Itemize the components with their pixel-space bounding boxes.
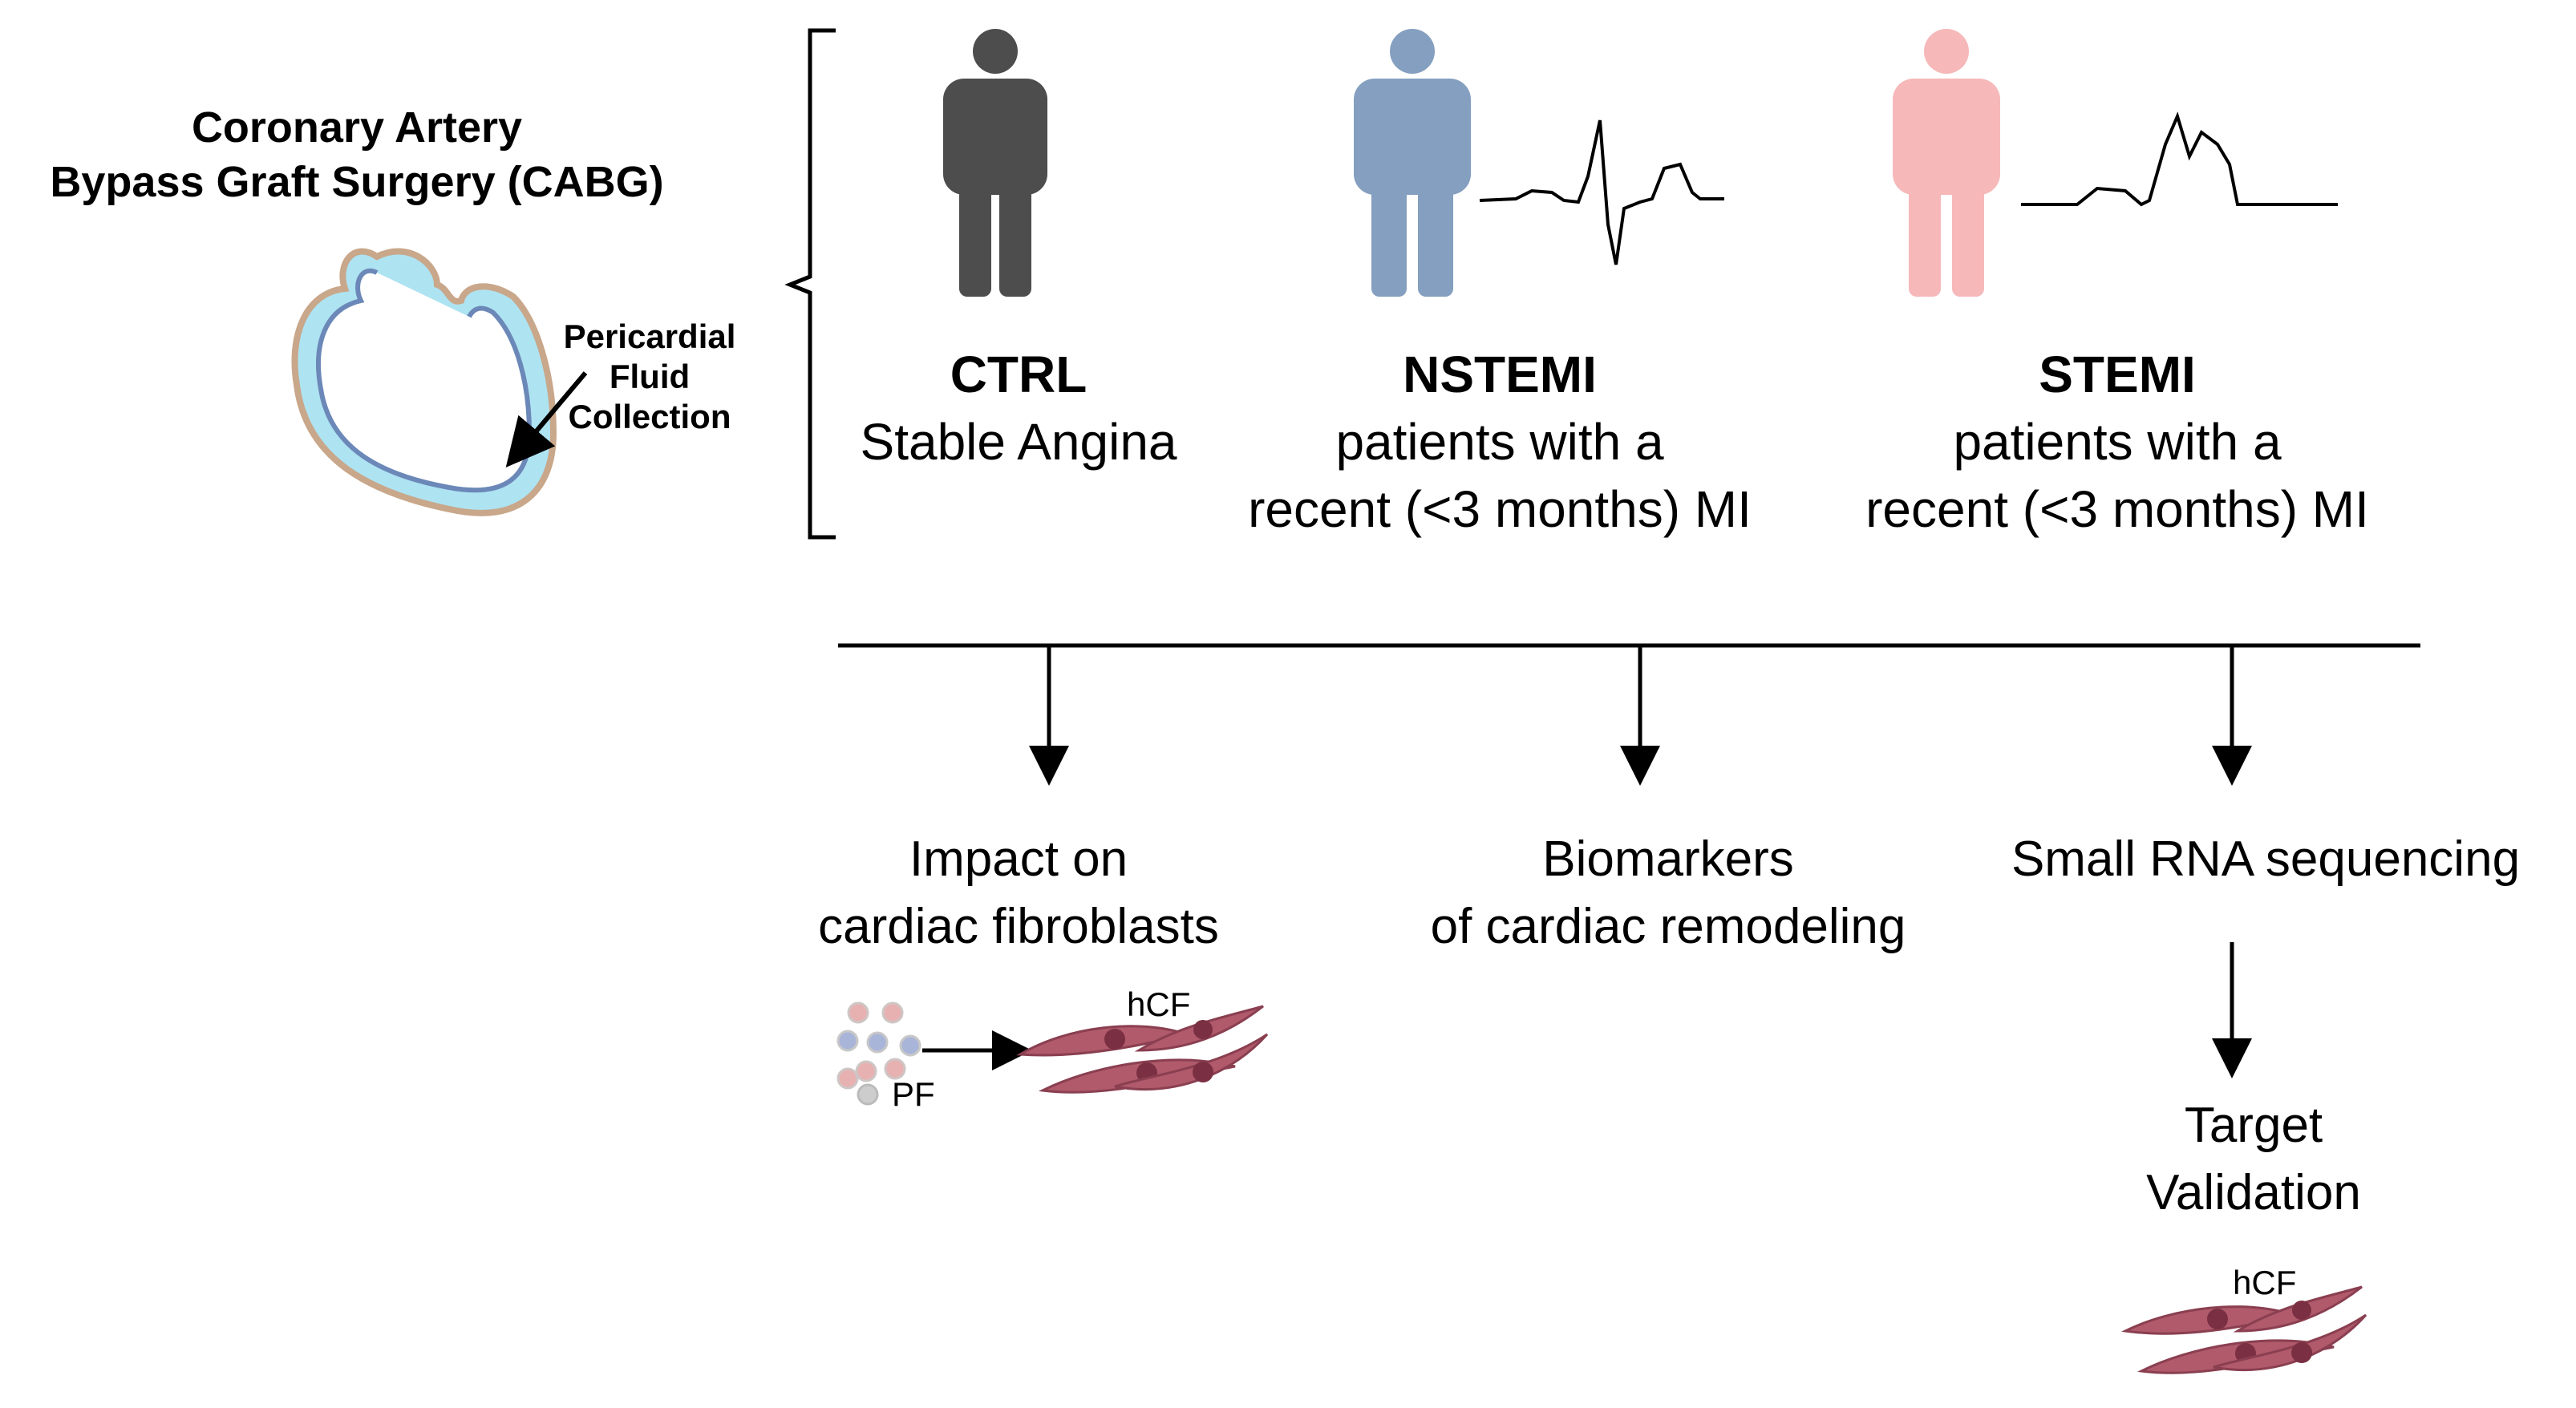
group-desc-line1: patients with a: [1953, 413, 2282, 471]
outcome-fibroblasts: Impact on cardiac fibroblasts: [754, 826, 1283, 961]
group-desc-line2: recent (<3 months) MI: [1248, 480, 1752, 538]
group-name: CTRL: [950, 346, 1088, 403]
outcome-biomarkers-line2: of cardiac remodeling: [1430, 899, 1906, 954]
fibroblast-cells-1: [1016, 1005, 1269, 1094]
person-icon-nstemi: [1354, 29, 1471, 297]
group-desc-line1: Stable Angina: [860, 413, 1177, 471]
outcome-biomarkers: Biomarkers of cardiac remodeling: [1363, 826, 1973, 961]
cabg-title-line1: Coronary Artery: [191, 103, 523, 152]
pf-particles: [836, 1001, 921, 1106]
group-desc-line1: patients with a: [1335, 413, 1664, 471]
pf-label-line1: Pericardial: [563, 318, 736, 355]
outcome-fibroblasts-line2: cardiac fibroblasts: [818, 899, 1219, 954]
pf-label-line3: Collection: [568, 398, 731, 435]
ecg-stemi: [2021, 111, 2338, 207]
cabg-title-line2: Bypass Graft Surgery (CABG): [50, 158, 664, 206]
outcome-biomarkers-line1: Biomarkers: [1542, 831, 1794, 887]
group-name: NSTEMI: [1403, 346, 1597, 403]
group-name: STEMI: [2039, 346, 2196, 403]
outcome-fibroblasts-line1: Impact on: [909, 831, 1128, 887]
hcf-small-label-1: hCF: [1127, 985, 1191, 1023]
outcome-target-validation: Target Validation: [2053, 1092, 2454, 1227]
outcome-target-line1: Target: [2184, 1098, 2323, 1153]
fibroblast-cells-2: [2121, 1285, 2367, 1374]
pf-collection-label: Pericardial Fluid Collection: [545, 317, 754, 437]
pf-small-label: PF: [892, 1075, 935, 1113]
group-bracket: [784, 28, 836, 540]
outcome-sequencing: Small RNA sequencing: [1965, 826, 2566, 893]
person-icon-stemi: [1893, 29, 2000, 297]
cabg-title: Coronary Artery Bypass Graft Surgery (CA…: [0, 100, 714, 209]
pf-label-line2: Fluid: [609, 358, 691, 395]
heart-illustration: [291, 248, 588, 516]
ecg-nstemi: [1479, 119, 1724, 265]
hcf-small-label-2: hCF: [2233, 1264, 2297, 1301]
outcome-target-line2: Validation: [2146, 1165, 2361, 1220]
person-icon-ctrl: [943, 29, 1047, 297]
group-ctrl: CTRL Stable Angina: [810, 341, 1227, 475]
outcome-sequencing-text: Small RNA sequencing: [2011, 831, 2521, 887]
group-desc-line2: recent (<3 months) MI: [1865, 480, 2369, 538]
group-nstemi: NSTEMI patients with a recent (<3 months…: [1187, 341, 1813, 543]
pf-arrow: [505, 371, 588, 467]
group-stemi: STEMI patients with a recent (<3 months)…: [1804, 341, 2430, 543]
